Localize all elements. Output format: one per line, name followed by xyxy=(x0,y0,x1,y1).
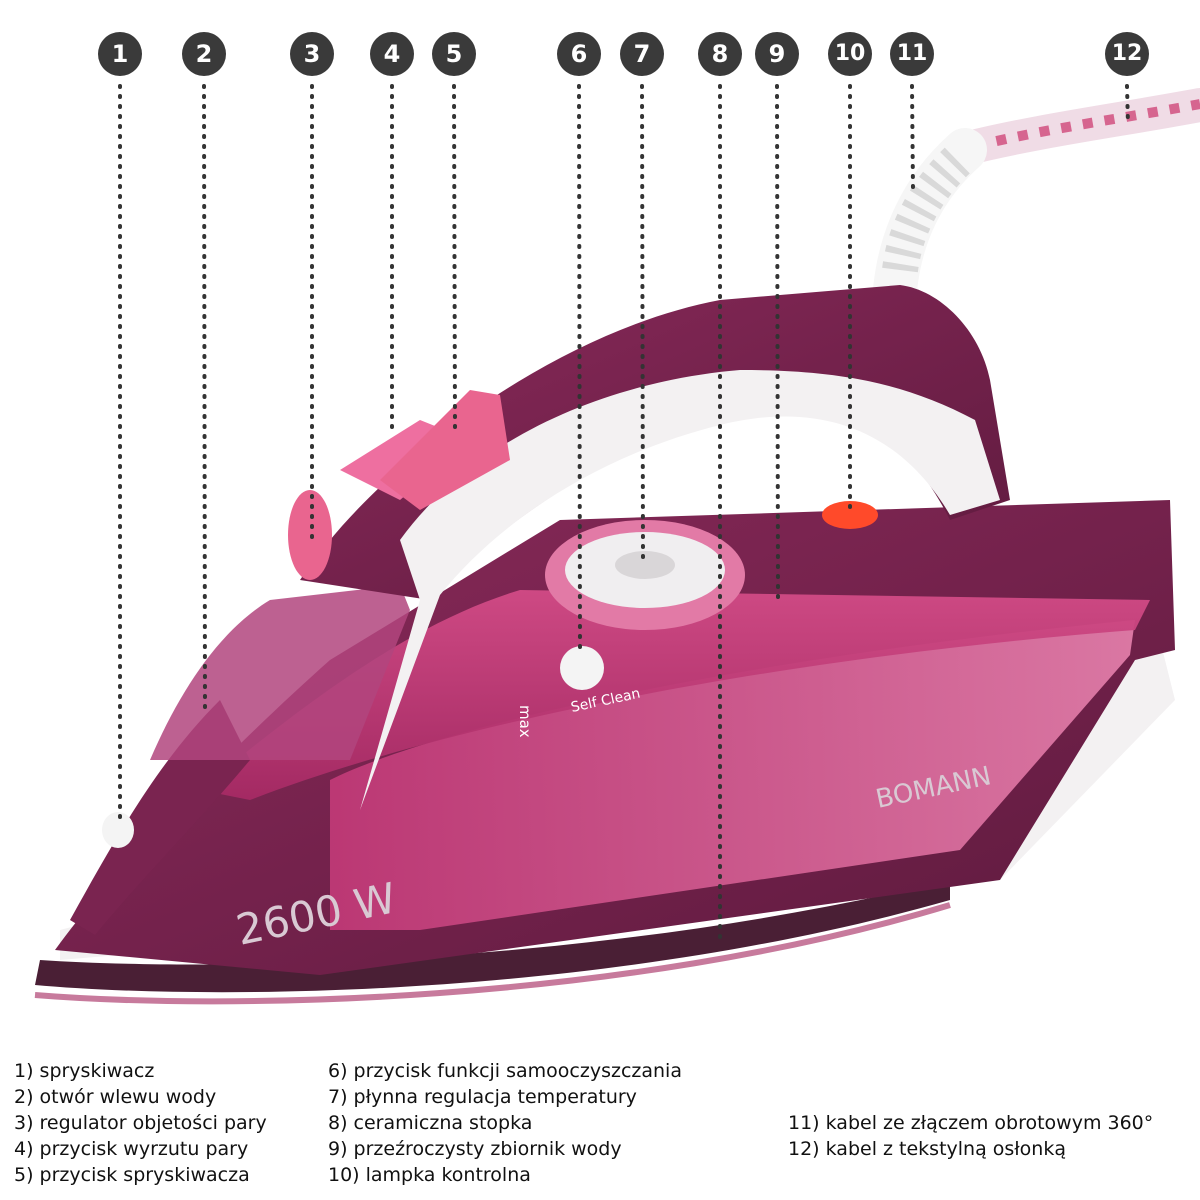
marker-12: 12 xyxy=(1105,32,1149,76)
marker-3: 3 xyxy=(290,32,334,76)
marker-6: 6 xyxy=(557,32,601,76)
marker-10: 10 xyxy=(828,32,872,76)
legend-item: 3) regulator objetości pary xyxy=(14,1112,267,1134)
leader-line-11 xyxy=(910,84,915,192)
marker-9: 9 xyxy=(755,32,799,76)
marker-8: 8 xyxy=(698,32,742,76)
spray-nozzle xyxy=(102,812,134,848)
leader-line-5 xyxy=(452,84,457,432)
legend-item: 5) przycisk spryskiwacza xyxy=(14,1164,250,1186)
indicator-lamp xyxy=(822,501,878,529)
steam-regulator-dial[interactable] xyxy=(288,490,332,580)
legend-item: 11) kabel ze złączem obrotowym 360° xyxy=(788,1112,1154,1134)
water-filler-window xyxy=(150,585,410,760)
legend-item: 7) płynna regulacja temperatury xyxy=(328,1086,637,1108)
soleplate-edge xyxy=(34,902,951,1005)
max-marking: max xyxy=(516,705,534,738)
marker-5: 5 xyxy=(432,32,476,76)
legend-column-2: 6) przycisk funkcji samooczyszczania 7) … xyxy=(328,1058,768,1188)
textile-cable xyxy=(943,88,1200,167)
marker-7: 7 xyxy=(620,32,664,76)
leader-line-9 xyxy=(775,84,780,602)
water-tank-top xyxy=(200,590,1150,800)
legend-item: 6) przycisk funkcji samooczyszczania xyxy=(328,1060,682,1082)
swivel-cable-connector xyxy=(873,128,987,312)
leader-line-6 xyxy=(577,84,582,652)
legend-column-1: 1) spryskiwacz 2) otwór wlewu wody 3) re… xyxy=(14,1058,314,1188)
legend-item: 12) kabel z tekstylną osłonką xyxy=(788,1138,1066,1160)
temperature-dial-center xyxy=(615,551,675,579)
marker-2: 2 xyxy=(182,32,226,76)
legend-item: 4) przycisk wyrzutu pary xyxy=(14,1138,249,1160)
marker-4: 4 xyxy=(370,32,414,76)
water-tank xyxy=(330,620,1135,930)
leader-line-2 xyxy=(202,84,207,717)
textile-cable-pattern xyxy=(973,99,1200,151)
legend-item: 2) otwór wlewu wody xyxy=(14,1086,217,1108)
legend-item: 8) ceramiczna stopka xyxy=(328,1112,533,1134)
spray-button[interactable] xyxy=(380,390,510,510)
self-clean-button[interactable] xyxy=(560,646,604,690)
legend-item: 9) przeźroczysty zbiornik wody xyxy=(328,1138,622,1160)
swivel-connector-ridges xyxy=(882,142,975,273)
marker-1: 1 xyxy=(98,32,142,76)
marker-11: 11 xyxy=(890,32,934,76)
handle-white-insert xyxy=(360,370,1000,810)
leader-line-7 xyxy=(640,84,645,562)
legend-column-3: 11) kabel ze złączem obrotowym 360° 12) … xyxy=(788,1110,1188,1162)
leader-lines xyxy=(118,84,1130,947)
legend-item: 10) lampka kontrolna xyxy=(328,1164,531,1186)
legend-item: 1) spryskiwacz xyxy=(14,1060,155,1082)
leader-line-12 xyxy=(1125,84,1130,127)
